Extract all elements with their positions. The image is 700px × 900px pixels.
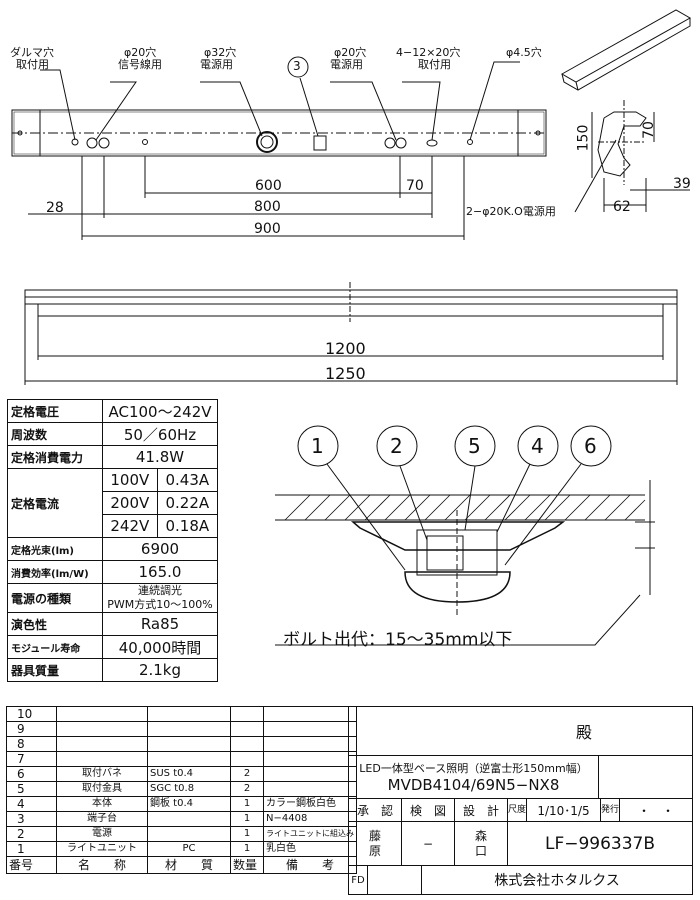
scale-value: 1/10･1/5 [526, 798, 601, 822]
hole-label-signal: φ20穴信号線用 [118, 46, 162, 71]
spec-label: 器具質量 [7, 658, 103, 682]
dim-600: 600 [255, 178, 282, 194]
spec-label: 定格電流 [7, 468, 103, 538]
callout-5: 5 [468, 434, 481, 458]
spec-value: 100V [102, 468, 158, 492]
checker-stamp: 藤原 [348, 821, 402, 866]
spec-value: 41.8W [102, 445, 218, 469]
spec-label: 定格光束(lm) [7, 537, 103, 561]
hole-label-daruma: ダルマ穴取付用 [10, 46, 54, 71]
hole-label-mounting: 4−12×20穴取付用 [396, 46, 461, 71]
spec-value: 6900 [102, 537, 218, 561]
spec-value: 200V [102, 491, 158, 515]
spec-label: 周波数 [7, 422, 103, 446]
issue-label: 発行 [600, 798, 620, 822]
dim-900: 900 [254, 221, 281, 237]
dim-150: 150 [575, 124, 592, 152]
callout-6: 6 [584, 434, 597, 458]
table-row: 7 [6, 751, 357, 767]
model-number: MVDB4104/69N5−NX8 [387, 776, 560, 794]
knockout-note: 2−φ20K.O電源用 [466, 205, 556, 218]
spec-value: 0.22A [156, 491, 219, 515]
spec-label: 演色性 [7, 612, 103, 636]
design-label: 設 計 [454, 798, 508, 822]
spec-value: AC100〜242V [102, 399, 218, 423]
honorific: 殿 [348, 706, 693, 756]
fixture-drawings [11, 9, 692, 385]
spec-label: モジュール寿命 [7, 635, 103, 659]
spec-label: 定格消費電力 [7, 445, 103, 469]
table-row: 10 [6, 706, 357, 722]
hole-label-45: φ4.5穴 [506, 46, 542, 59]
dim-28: 28 [46, 200, 64, 216]
dim-62: 62 [613, 199, 631, 215]
product-desc: LED一体型ベース照明（逆富士形150mm幅） [359, 762, 588, 775]
check-mark: − [401, 821, 455, 866]
dim-70: 70 [406, 178, 424, 194]
bolt-note: ボルト出代：15〜35mm以下 [283, 630, 513, 650]
spec-value: 2.1kg [102, 658, 218, 682]
callout-2: 2 [390, 434, 403, 458]
dim-39: 39 [673, 176, 691, 192]
designer-stamp: 森口 [454, 821, 508, 866]
drawing-number: LF−996337B [507, 821, 693, 866]
table-row: 8 [6, 736, 357, 752]
approve-label: 承 認 [348, 798, 402, 822]
spec-label: 電源の種類 [7, 583, 103, 613]
table-row: 9 [6, 721, 357, 737]
spec-value: Ra85 [102, 612, 218, 636]
fd-label: FD [348, 865, 368, 895]
callout-3: 3 [293, 59, 301, 73]
table-header: 番号名 称材 質数量備 考 [6, 856, 357, 874]
hole-label-power-32: φ32穴電源用 [200, 46, 237, 71]
check-label: 検 図 [401, 798, 455, 822]
spec-value: 242V [102, 514, 158, 538]
product-title: LED一体型ベース照明（逆富士形150mm幅） MVDB4104/69N5−NX… [348, 755, 599, 799]
spec-value: 165.0 [102, 560, 218, 584]
install-detail [275, 425, 655, 646]
spec-value: 0.43A [156, 468, 219, 492]
spec-label: 定格電圧 [7, 399, 103, 423]
callout-4: 4 [531, 434, 544, 458]
company-name: 株式会社ホタルクス [421, 865, 693, 895]
scale-label: 尺度 [507, 798, 527, 822]
issue-value: ・ ・ [619, 798, 693, 822]
hole-label-power-20: φ20穴電源用 [330, 46, 367, 71]
callout-1: 1 [311, 434, 324, 458]
spec-value: 40,000時間 [102, 635, 218, 659]
spec-value: 0.18A [156, 514, 219, 538]
dim-1250: 1250 [325, 364, 366, 383]
dim-70-section: 70 [640, 121, 657, 139]
dim-1200: 1200 [325, 339, 366, 358]
spec-label: 消費効率(lm/W) [7, 560, 103, 584]
spec-value: 50／60Hz [102, 422, 218, 446]
dim-800: 800 [254, 199, 281, 215]
